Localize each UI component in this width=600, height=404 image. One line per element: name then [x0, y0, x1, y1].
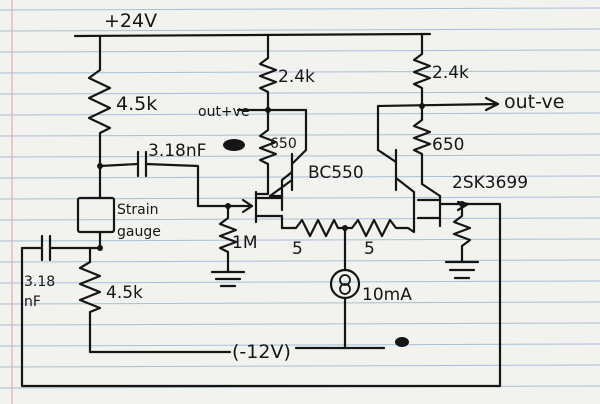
resistor-collector-left [258, 56, 278, 112]
cap-lower-label-1: 3.18 [24, 274, 55, 290]
r-collector-left-label: 2.4k [278, 67, 315, 87]
jfet-label: 2SK3699 [452, 173, 528, 193]
r-emitter-right-label: 650 [432, 135, 464, 155]
strain-label-1: Strain [117, 202, 158, 218]
strain-label-2: gauge [117, 224, 161, 240]
current-source-label: 10mA [362, 285, 412, 305]
r-source-right-label: 5 [364, 239, 375, 259]
out-pos-label: out+ve [198, 104, 250, 120]
bjt-label: BC550 [308, 163, 364, 183]
right-amplifier [376, 32, 500, 280]
r-collector-right-label: 2.4k [432, 63, 469, 83]
r-emitter-left-label: 650 [270, 136, 297, 152]
gate-input [196, 198, 254, 288]
resistor-collector-right [412, 52, 432, 108]
cap-lower-label-2: nF [24, 294, 41, 310]
ground-right [444, 260, 480, 280]
out-neg-label: out-ve [504, 91, 564, 113]
resistor-bottom-left [78, 246, 232, 354]
ink-smudge-top [223, 139, 245, 151]
tail [280, 218, 410, 350]
cap-upper-label: 3.18nF [148, 141, 206, 161]
bjt-right [376, 148, 416, 194]
left-bridge [20, 32, 502, 388]
strain-gauge [76, 196, 116, 234]
r-top-left-label: 4.5k [116, 93, 157, 115]
r-gate-label: 1M [232, 233, 257, 253]
resistor-source-right [343, 218, 410, 238]
supply-negative-label: (-12V) [232, 341, 291, 363]
jfet-left [254, 190, 284, 230]
ground-left [210, 270, 246, 288]
supply-positive-label: +24V [104, 10, 157, 32]
resistor-top-left [87, 68, 112, 168]
capacitor-lower [40, 234, 52, 262]
resistor-1m [218, 204, 238, 274]
resistor-emitter-left [258, 128, 278, 182]
resistor-gate-right [452, 202, 472, 264]
left-amplifier [236, 34, 308, 230]
resistor-source-left [280, 218, 347, 238]
ink-smudge-bottom [395, 337, 409, 347]
capacitor-upper [136, 150, 148, 178]
positive-rail-wire [73, 32, 432, 38]
r-bottom-left-label: 4.5k [106, 283, 143, 303]
jfet-right [416, 194, 442, 228]
r-source-left-label: 5 [292, 239, 303, 259]
resistor-emitter-right [412, 118, 432, 174]
